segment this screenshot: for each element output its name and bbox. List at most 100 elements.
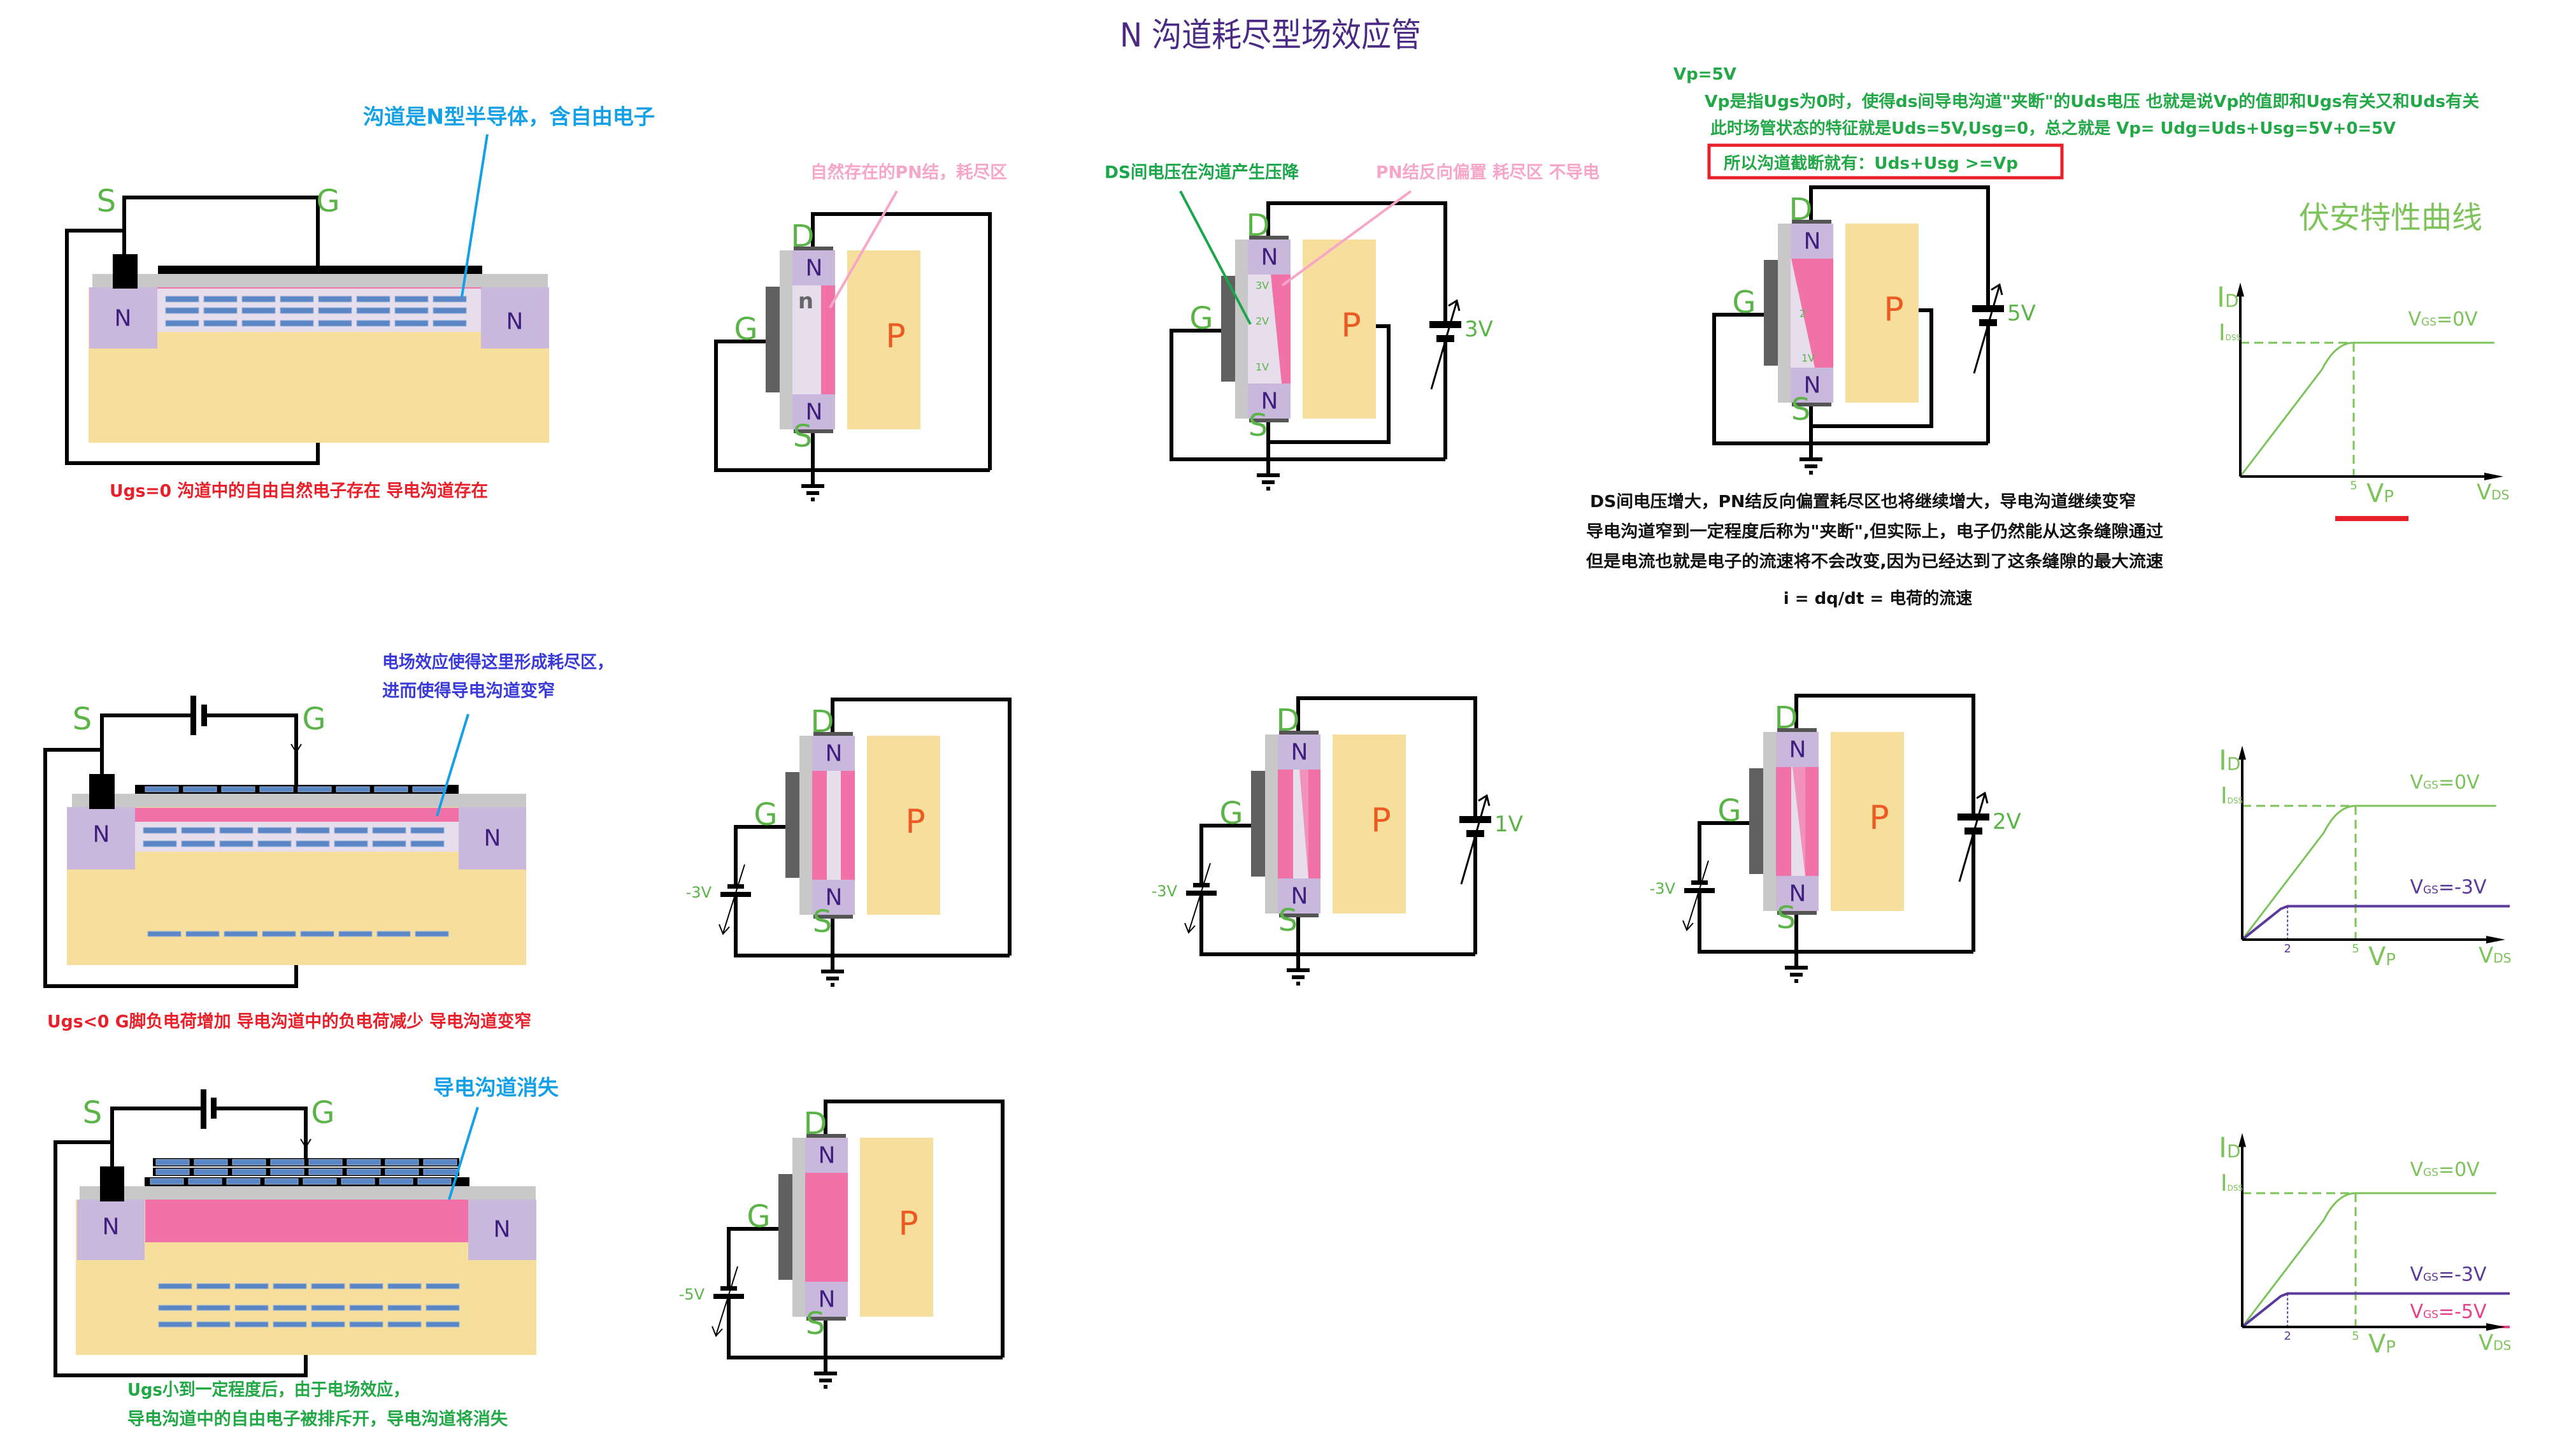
x-axis-label: VDS <box>2477 480 2509 505</box>
n-source-region <box>1278 878 1320 914</box>
y-axis-label: ID <box>2219 1132 2241 1165</box>
gate-supply-label: -5V <box>679 1286 705 1303</box>
p-region <box>1333 735 1406 914</box>
electron <box>262 931 296 937</box>
arrow-down-icon <box>300 1138 311 1149</box>
n-source-region <box>1776 876 1819 911</box>
electron <box>203 320 238 327</box>
variable-arrow-icon <box>715 1266 738 1336</box>
n-drain-region <box>805 1138 848 1173</box>
y-axis-label-main: I <box>2219 1132 2227 1165</box>
drain-label: D <box>804 1106 827 1142</box>
drain-wire <box>831 698 1012 956</box>
gate-electrode <box>778 1174 792 1280</box>
source-label: S <box>1777 900 1796 936</box>
series-line-vgs0v <box>2241 1192 2496 1328</box>
drain-battery-long-plate <box>1972 305 2004 312</box>
panel-cutoff: N N S G 导电沟道消失 Ugs小到一定程度后，由于电场效应， 导电沟道中的… <box>54 1075 559 1430</box>
source-label: S <box>1791 392 1810 427</box>
ground-icon <box>826 977 839 980</box>
gate-electrode <box>766 287 780 392</box>
n-drain-region <box>468 1200 536 1260</box>
variable-arrow-icon <box>1686 860 1709 930</box>
y-axis-arrow-icon <box>2236 282 2244 297</box>
variable-arrow-icon <box>722 864 745 934</box>
annotation-pointer <box>436 713 469 817</box>
n-label: N <box>1789 737 1807 763</box>
x-tick-label: 5 <box>2352 942 2359 956</box>
source-contact <box>1792 403 1831 406</box>
series-label-main: V <box>2410 1264 2423 1286</box>
annotation-pointer <box>1179 190 1252 325</box>
n-source-region <box>1248 383 1291 419</box>
depletion-region <box>1299 770 1308 878</box>
cutoff-condition-box <box>1707 143 2064 180</box>
electron <box>219 827 254 834</box>
vp-value: Vp=5V <box>1673 65 1736 84</box>
series-line-vgs0v <box>2241 805 2496 940</box>
p-label: P <box>1341 306 1361 345</box>
electron <box>273 1305 307 1311</box>
vp-label-sub: P <box>2386 1338 2396 1357</box>
n-channel <box>827 771 841 880</box>
electron <box>426 1283 460 1289</box>
ground-icon <box>831 983 834 987</box>
electron <box>196 1321 231 1328</box>
variable-arrow-icon <box>1188 863 1211 933</box>
electron <box>270 1159 304 1166</box>
gate-electrode <box>1221 276 1235 382</box>
idss-label-main: I <box>2221 1170 2228 1196</box>
electron <box>300 931 334 937</box>
electron <box>311 1283 345 1289</box>
n-label: N <box>494 1217 511 1243</box>
series-line-vgs-3v <box>2241 1292 2510 1328</box>
depletion-region <box>145 1200 468 1242</box>
drain-supply-label: 1V <box>1494 812 1523 837</box>
saturation-line-3: 但是电流也就是电子的流速将不会改变,因为已经达到了这条缝隙的最大流速 <box>1586 552 2163 571</box>
electrons <box>143 786 449 937</box>
arrow-head-icon <box>1448 299 1461 312</box>
electron <box>374 786 408 792</box>
source-contact <box>1249 419 1289 422</box>
depletion-region <box>805 1173 848 1282</box>
series-label: VGS=-3V <box>2410 877 2487 899</box>
electron <box>308 1159 343 1166</box>
x-axis-arrow-icon <box>2484 473 2503 480</box>
n-drain-region <box>792 250 835 285</box>
n-label: N <box>826 885 843 911</box>
ground-return-wire <box>734 897 1010 957</box>
substrate-wire <box>43 748 298 988</box>
y-axis-arrow-icon <box>2238 1133 2246 1147</box>
n-drain-region <box>1791 224 1833 259</box>
series-label-main: V <box>2410 877 2423 899</box>
n-source-region <box>1791 368 1833 403</box>
n-label: N <box>806 255 823 282</box>
electron <box>165 296 199 303</box>
series-label: VGS=-5V <box>2410 1301 2487 1323</box>
p-label: P <box>905 803 925 841</box>
electron <box>379 1178 413 1185</box>
electron <box>232 1168 266 1175</box>
electron <box>308 1168 343 1175</box>
electron <box>158 1283 192 1289</box>
source-label: S <box>793 419 812 454</box>
y-axis-arrow-icon <box>2238 745 2246 760</box>
oxide-layer <box>792 1138 805 1317</box>
electron <box>158 1321 192 1328</box>
series-label-sub: GS <box>2423 779 2438 792</box>
source-label: S <box>97 183 116 219</box>
n-label: N <box>506 309 524 335</box>
n-channel <box>792 285 821 394</box>
top-annotations: 自然存在的PN结，耗尽区 DS间电压在沟道产生压降 PN结反向偏置 耗尽区 不导… <box>810 162 1599 183</box>
electron <box>273 1321 307 1328</box>
electron <box>341 1178 375 1185</box>
series-label-sub: GS <box>2423 1272 2438 1284</box>
electron <box>433 296 467 303</box>
annotation-pointer <box>461 134 489 297</box>
drain-contact <box>1279 731 1319 735</box>
